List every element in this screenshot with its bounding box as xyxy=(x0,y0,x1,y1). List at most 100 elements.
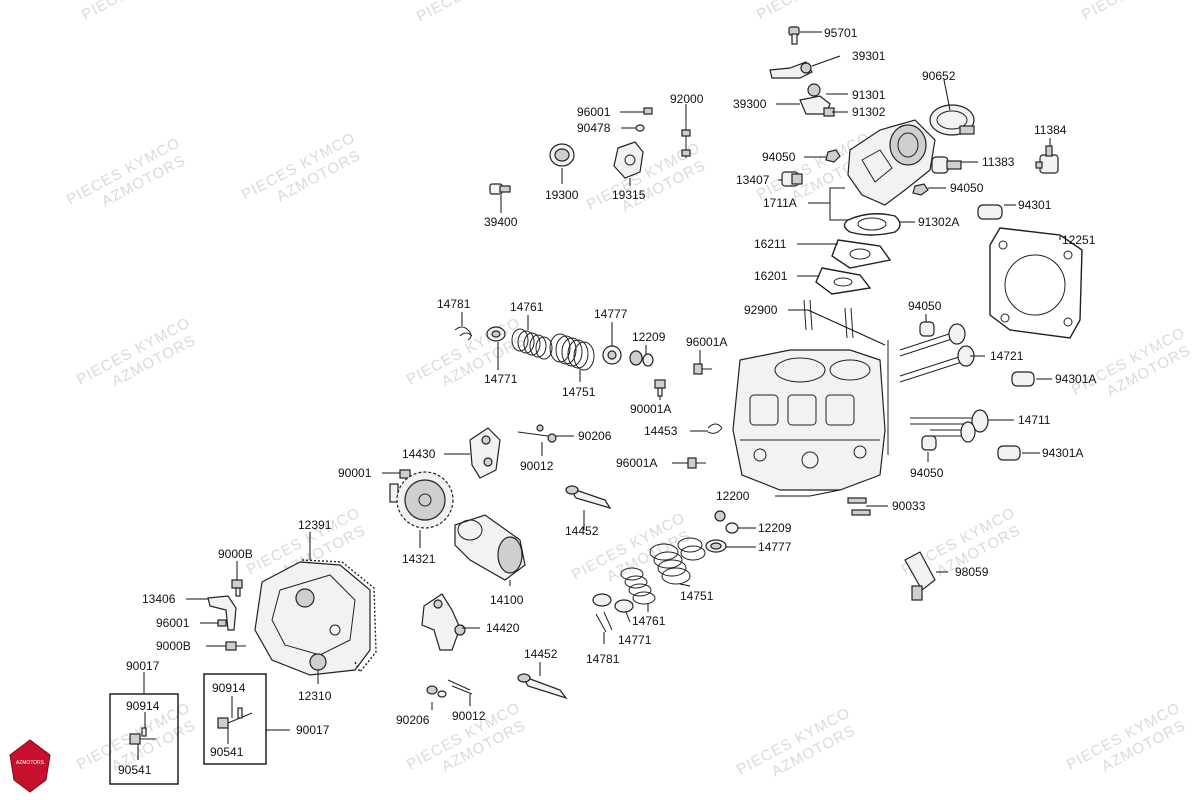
part-label-11384[interactable]: 11384 xyxy=(1034,123,1067,137)
part-label-16211[interactable]: 16211 xyxy=(754,237,787,251)
part-label-94050[interactable]: 94050 xyxy=(762,150,796,164)
part-label-14711[interactable]: 14711 xyxy=(1018,413,1051,427)
part-label-94050[interactable]: 94050 xyxy=(910,466,944,480)
part-label-92000[interactable]: 92000 xyxy=(670,92,704,106)
part-label-91301[interactable]: 91301 xyxy=(852,88,886,102)
part-label-1711A[interactable]: 1711A xyxy=(763,196,797,210)
part-label-39300[interactable]: 39300 xyxy=(733,97,767,111)
head-cover-12310-drawing xyxy=(254,561,371,676)
part-label-12200[interactable]: 12200 xyxy=(716,489,750,503)
part-label-94050[interactable]: 94050 xyxy=(908,299,942,313)
nut-94050-right-drawing xyxy=(912,183,929,196)
part-label-91302A[interactable]: 91302A xyxy=(918,215,959,229)
part-label-90652[interactable]: 90652 xyxy=(922,69,956,83)
pin-14452-upper-drawing xyxy=(565,485,612,510)
sensor-13407-drawing xyxy=(781,171,803,187)
part-label-14777[interactable]: 14777 xyxy=(594,307,628,321)
part-label-98059[interactable]: 98059 xyxy=(955,565,989,579)
part-label-96001[interactable]: 96001 xyxy=(156,616,190,630)
cylinder-head-12200-drawing xyxy=(732,349,886,491)
part-label-96001A[interactable]: 96001A xyxy=(686,335,727,349)
part-label-14452[interactable]: 14452 xyxy=(524,647,558,661)
part-label-92900[interactable]: 92900 xyxy=(744,303,778,317)
screw-96001-lower-drawing xyxy=(217,619,227,627)
parts-layer: AZMOTORS xyxy=(9,26,1083,793)
part-label-12310[interactable]: 12310 xyxy=(298,689,332,703)
part-label-90017[interactable]: 90017 xyxy=(296,723,330,737)
part-label-14453[interactable]: 14453 xyxy=(644,424,678,438)
part-label-9000B[interactable]: 9000B xyxy=(218,547,253,561)
part-label-90012[interactable]: 90012 xyxy=(520,459,554,473)
part-label-14721[interactable]: 14721 xyxy=(990,349,1024,363)
part-label-14781[interactable]: 14781 xyxy=(586,652,620,666)
washer-90478-drawing xyxy=(635,124,645,132)
part-label-9000B[interactable]: 9000B xyxy=(156,639,191,653)
part-label-90914[interactable]: 90914 xyxy=(212,681,246,695)
part-label-13406[interactable]: 13406 xyxy=(142,592,176,606)
part-label-14100[interactable]: 14100 xyxy=(490,593,524,607)
part-label-90478[interactable]: 90478 xyxy=(577,121,611,135)
part-label-16201[interactable]: 16201 xyxy=(754,269,788,283)
part-label-19315[interactable]: 19315 xyxy=(612,188,646,202)
part-labels: 95701 39301 90652 91301 39300 91302 9600… xyxy=(118,26,1096,777)
part-label-94301A[interactable]: 94301A xyxy=(1055,372,1096,386)
seat-14777-upper-drawing xyxy=(602,345,622,365)
part-label-12209[interactable]: 12209 xyxy=(758,521,792,535)
seat-14771-upper-drawing xyxy=(486,326,506,342)
screw-90206-lower-drawing xyxy=(426,685,447,698)
part-label-90012[interactable]: 90012 xyxy=(452,709,486,723)
bolt-kit-left-drawing xyxy=(129,727,156,745)
part-label-90033[interactable]: 90033 xyxy=(892,499,926,513)
part-label-14430[interactable]: 14430 xyxy=(402,447,436,461)
part-label-11383[interactable]: 11383 xyxy=(982,155,1015,169)
part-label-96001[interactable]: 96001 xyxy=(577,105,611,119)
part-label-14751[interactable]: 14751 xyxy=(680,589,714,603)
part-label-39301[interactable]: 39301 xyxy=(852,49,886,63)
pin-90033-drawing xyxy=(847,497,871,516)
seal-12209-upper-drawing xyxy=(629,350,654,367)
part-label-96001A[interactable]: 96001A xyxy=(616,456,657,470)
part-label-94301[interactable]: 94301 xyxy=(1018,198,1052,212)
part-label-90001A[interactable]: 90001A xyxy=(630,402,671,416)
part-label-90914[interactable]: 90914 xyxy=(126,699,160,713)
part-label-90541[interactable]: 90541 xyxy=(118,763,152,777)
part-label-39400[interactable]: 39400 xyxy=(484,215,518,229)
part-label-95701[interactable]: 95701 xyxy=(824,26,858,40)
part-label-14771[interactable]: 14771 xyxy=(484,372,518,386)
part-label-90017[interactable]: 90017 xyxy=(126,659,160,673)
part-label-14751[interactable]: 14751 xyxy=(562,385,596,399)
part-label-14420[interactable]: 14420 xyxy=(486,621,520,635)
pin-14452-lower-drawing xyxy=(517,673,568,700)
part-label-14452[interactable]: 14452 xyxy=(565,524,599,538)
spring-14761-lower-drawing xyxy=(620,567,656,605)
part-label-94301A[interactable]: 94301A xyxy=(1042,446,1083,460)
part-label-94050[interactable]: 94050 xyxy=(950,181,984,195)
part-label-90541[interactable]: 90541 xyxy=(210,745,244,759)
part-label-90206[interactable]: 90206 xyxy=(578,429,612,443)
part-label-14761[interactable]: 14761 xyxy=(510,300,544,314)
retainer-14781-lower-drawing xyxy=(595,611,613,633)
part-label-90206[interactable]: 90206 xyxy=(396,713,430,727)
sprocket-19315-drawing xyxy=(613,141,644,179)
spring-14751-lower-drawing xyxy=(649,537,706,585)
sensor-11384-drawing xyxy=(1035,145,1059,174)
part-label-14321[interactable]: 14321 xyxy=(402,552,436,566)
part-label-14761[interactable]: 14761 xyxy=(632,614,666,628)
camshaft-14100-drawing xyxy=(454,514,526,581)
part-label-12209[interactable]: 12209 xyxy=(632,330,666,344)
part-label-90001[interactable]: 90001 xyxy=(338,466,372,480)
part-label-91302[interactable]: 91302 xyxy=(852,105,886,119)
retainer-14781-upper-drawing xyxy=(454,326,473,341)
part-label-14777[interactable]: 14777 xyxy=(758,540,792,554)
part-label-12251[interactable]: 12251 xyxy=(1062,233,1096,247)
valve-14721-drawing xyxy=(899,323,975,383)
clamp-90652-drawing xyxy=(929,104,975,136)
bolt-9000B-lower-drawing xyxy=(225,641,246,651)
bracket-13406-drawing xyxy=(207,595,237,631)
part-label-12391[interactable]: 12391 xyxy=(298,518,332,532)
part-label-13407[interactable]: 13407 xyxy=(736,173,770,187)
part-label-14771[interactable]: 14771 xyxy=(618,633,652,647)
part-label-14781[interactable]: 14781 xyxy=(437,297,471,311)
part-label-19300[interactable]: 19300 xyxy=(545,188,579,202)
rocker-arm-14430-drawing xyxy=(469,427,501,479)
